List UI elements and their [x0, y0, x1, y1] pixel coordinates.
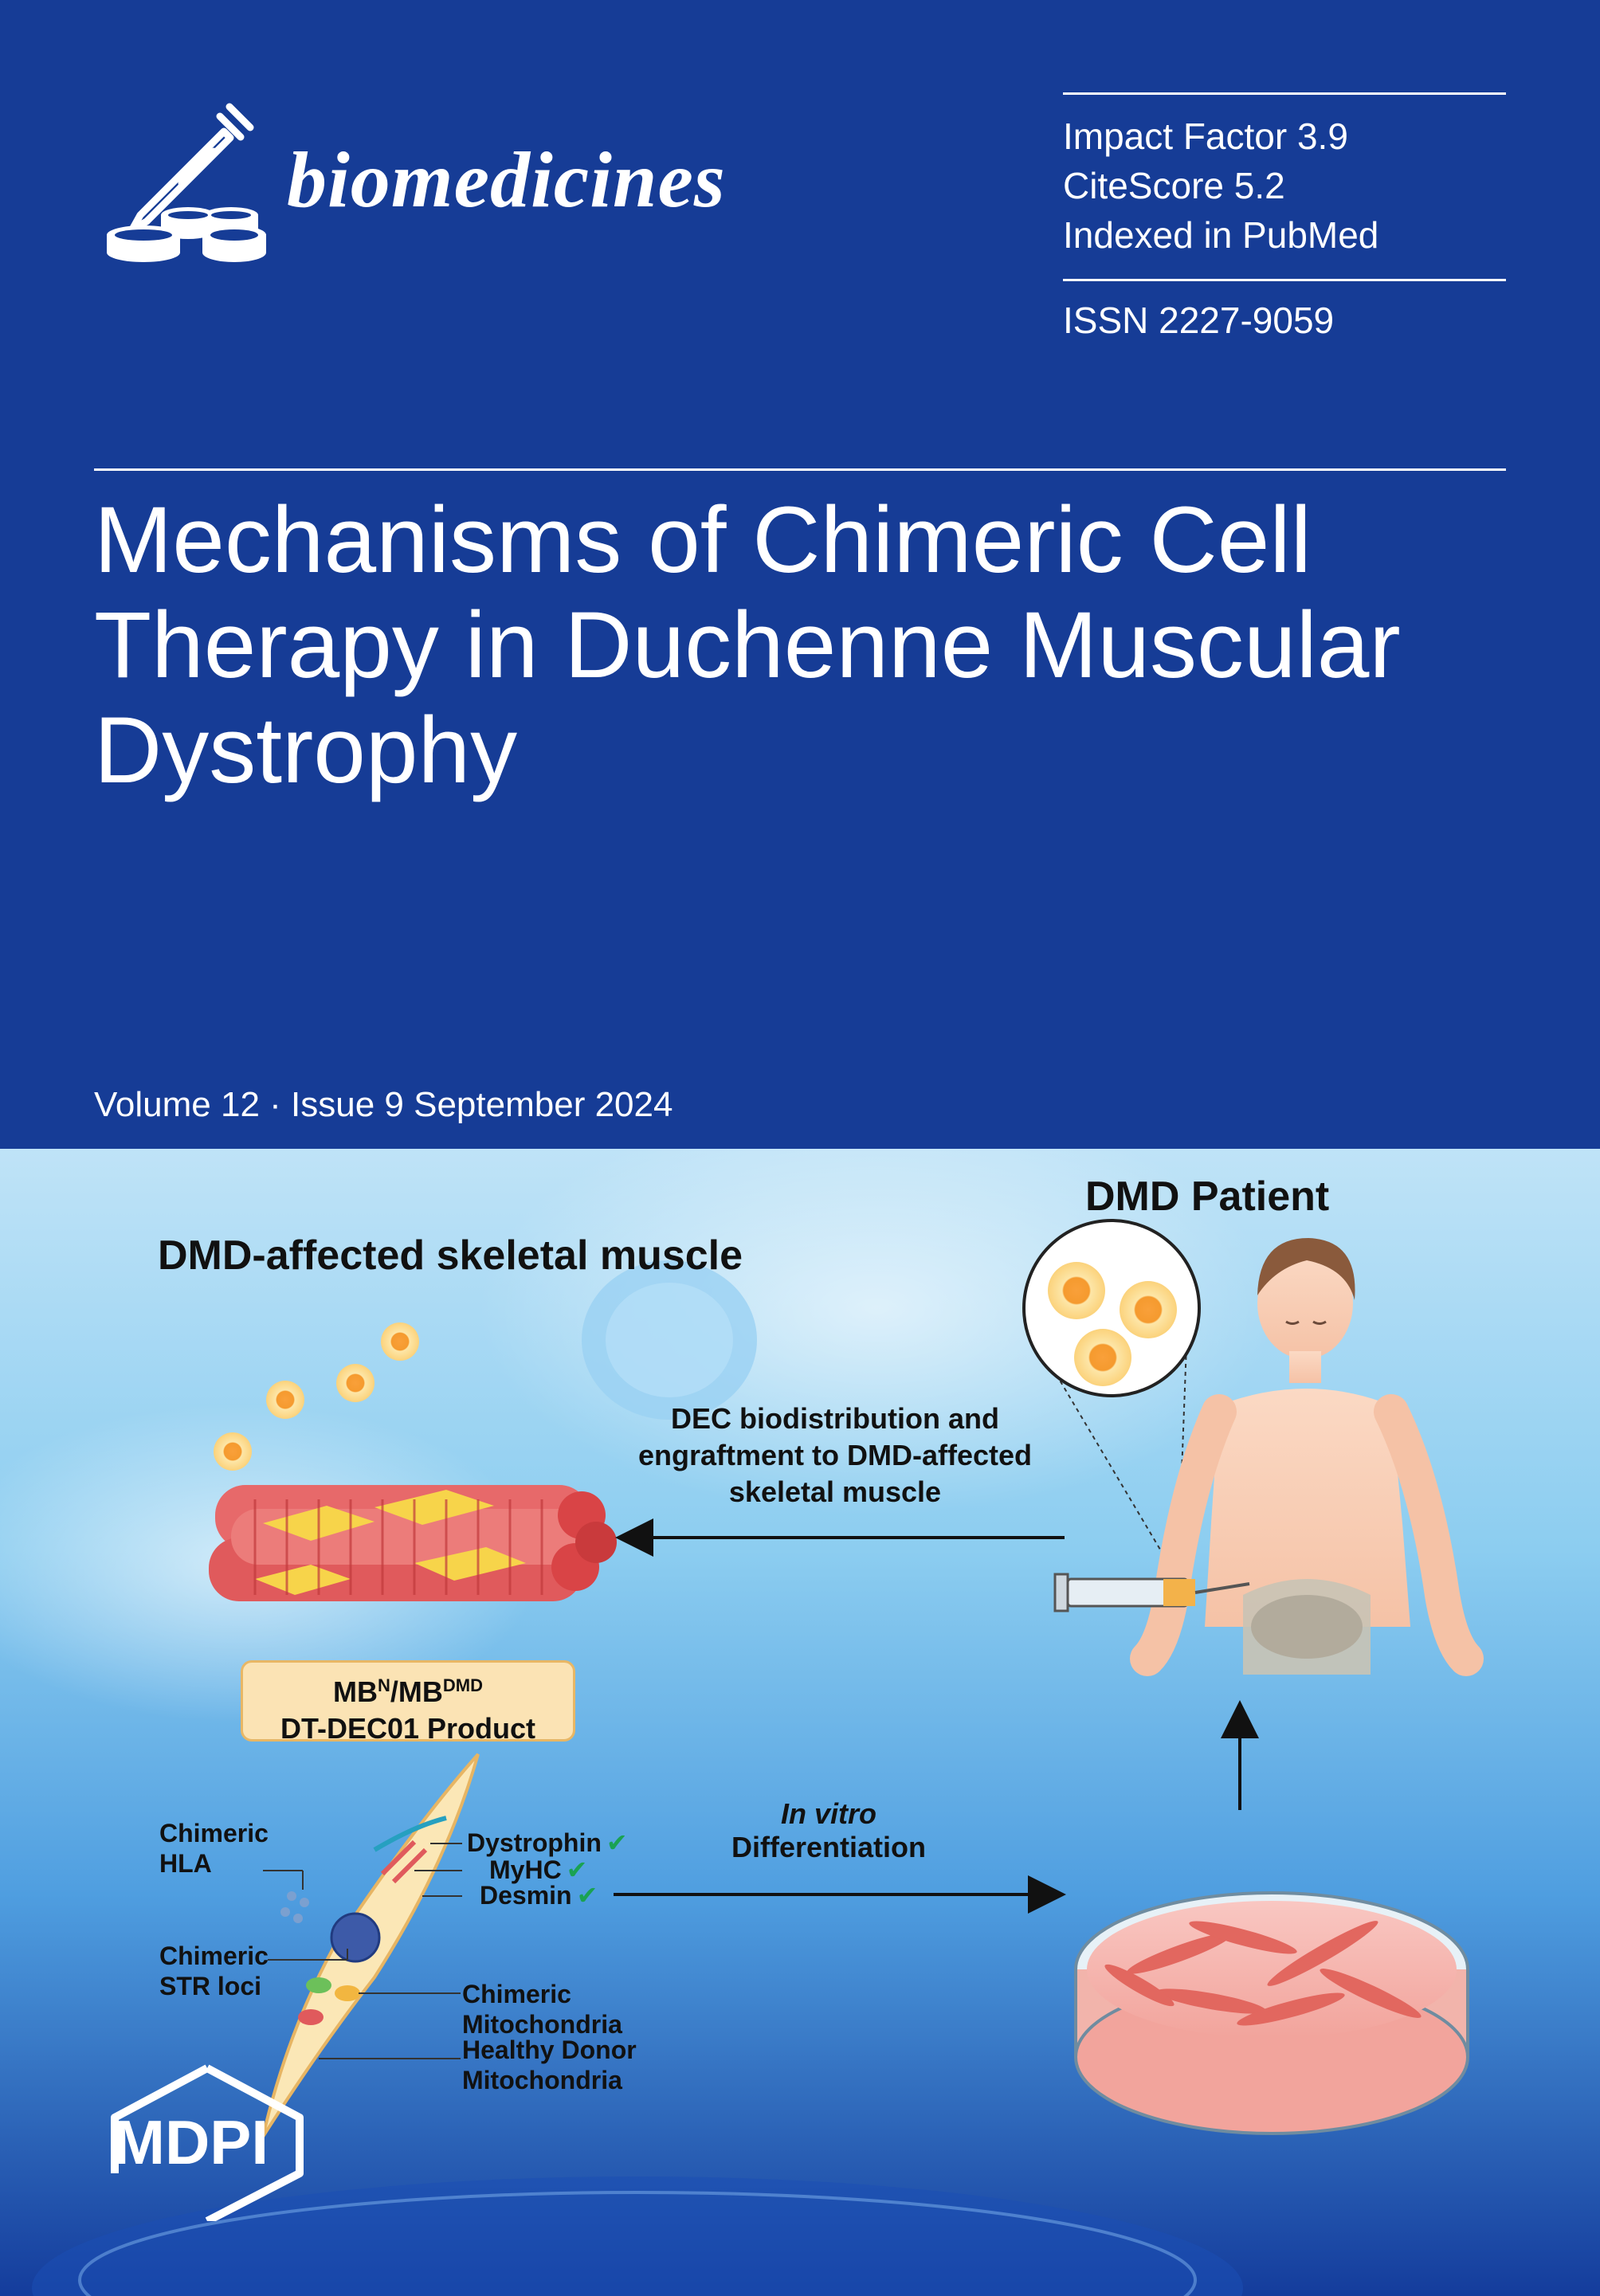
- biodistribution-caption: DEC biodistribution and engraftment to D…: [637, 1402, 1032, 1508]
- differentiation-label: Differentiation: [731, 1831, 927, 1863]
- myhc-label: MyHC✔: [489, 1855, 588, 1884]
- metrics-top-rule: [1063, 92, 1506, 95]
- chimeric-mito-label: Chimeric Mitochondria: [462, 1980, 622, 2039]
- donor-cells: [214, 1322, 419, 1471]
- patient-heading: DMD Patient: [1085, 1173, 1330, 1220]
- graphical-abstract: DMD-affected skeletal muscle DMD Patient…: [0, 1149, 1600, 2296]
- check-icon: ✔: [606, 1828, 628, 1857]
- patient-figure-icon: [1130, 1238, 1484, 1676]
- chimeric-hla-label: Chimeric HLA: [159, 1819, 269, 1878]
- dystrophin-label: Dystrophin✔: [467, 1828, 628, 1857]
- syringe-icon: [1053, 1573, 1250, 1612]
- issn: ISSN 2227-9059: [1063, 300, 1335, 341]
- myoblast-cell-icon: [261, 1753, 480, 2138]
- product-label-box: MBN/MBDMD DT-DEC01 Product: [241, 1660, 575, 1745]
- cover-header: biomedicines Impact Factor 3.9 CiteScore…: [94, 92, 1506, 1124]
- petri-dish-icon: [1074, 1891, 1469, 2135]
- mdpi-logo-icon: MDPI: [111, 2064, 304, 2221]
- impact-factor: Impact Factor 3.9: [1063, 116, 1348, 157]
- indexing: Indexed in PubMed: [1063, 214, 1379, 256]
- muscle-heading: DMD-affected skeletal muscle: [158, 1232, 743, 1279]
- svg-text:MDPI: MDPI: [113, 2107, 269, 2177]
- donor-mito-label: Healthy Donor Mitochondria: [462, 2035, 637, 2094]
- abstract-background: [0, 1149, 1600, 2296]
- metrics-bottom-rule: [1063, 279, 1506, 281]
- citescore: CiteScore 5.2: [1063, 165, 1285, 206]
- title-rule: [94, 468, 1506, 471]
- chimeric-str-label: Chimeric STR loci: [159, 1941, 269, 2000]
- in-vitro-label: In vitro: [781, 1797, 877, 1830]
- check-icon: ✔: [566, 1855, 588, 1884]
- journal-name: biomedicines: [287, 135, 726, 224]
- journal-metrics: Impact Factor 3.9 CiteScore 5.2 Indexed …: [1063, 112, 1378, 260]
- desmin-label: Desmin✔: [480, 1881, 598, 1910]
- check-icon: ✔: [576, 1881, 598, 1910]
- volume-issue: Volume 12 · Issue 9 September 2024: [94, 1085, 673, 1124]
- cover-title: Mechanisms of Chimeric Cell Therapy in D…: [94, 488, 1401, 803]
- pipette-petri-logo-icon: [107, 103, 266, 262]
- muscle-bundle-icon: [209, 1485, 617, 1601]
- magnified-cells-icon: [1022, 1219, 1201, 1580]
